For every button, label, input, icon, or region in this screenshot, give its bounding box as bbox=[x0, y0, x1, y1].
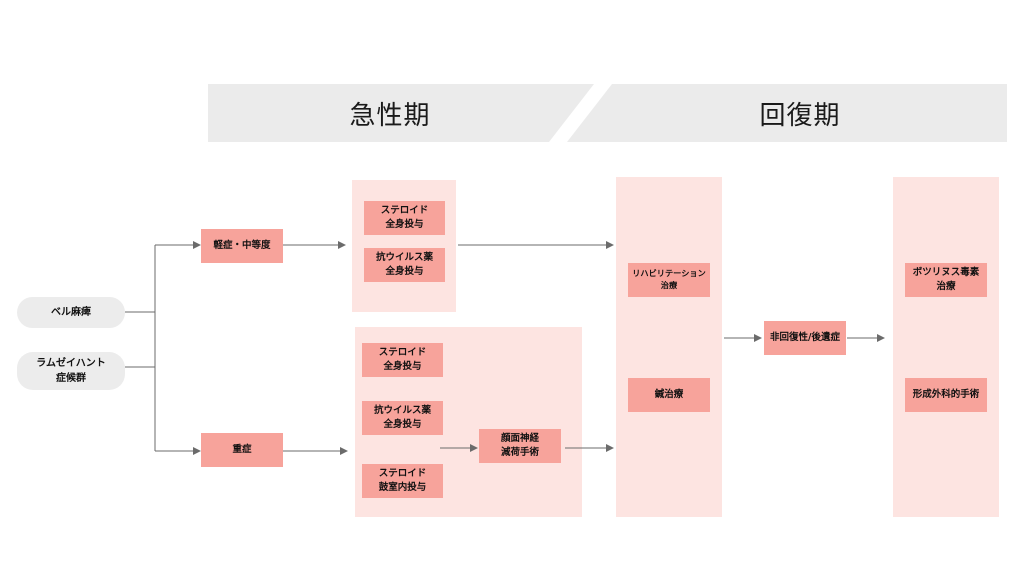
irreversible-sequelae: 非回復性/後遺症 bbox=[764, 321, 846, 355]
condition-bell-palsy: ベル麻痺 bbox=[17, 297, 125, 328]
severity-mild: 軽症・中等度 bbox=[201, 229, 283, 263]
severe-steroid-intratympanic: ステロイド 鼓室内投与 bbox=[362, 464, 443, 498]
severe-antiviral-systemic: 抗ウイルス薬 全身投与 bbox=[362, 401, 443, 435]
acute-phase-label: 急性期 bbox=[349, 100, 431, 131]
acute-phase-banner bbox=[208, 84, 594, 142]
severity-severe: 重症 bbox=[201, 433, 283, 467]
plastic-surgery: 形成外科的手術 bbox=[905, 378, 987, 412]
condition-ramsay-hunt-label: ラムゼイハント 症候群 bbox=[36, 358, 106, 384]
mild-steroid-systemic: ステロイド 全身投与 bbox=[364, 201, 445, 235]
facial-nerve-decompression: 顔面神経 減荷手術 bbox=[479, 429, 561, 463]
sequelae-panel bbox=[893, 177, 999, 517]
severe-steroid-systemic: ステロイド 全身投与 bbox=[362, 343, 443, 377]
condition-ramsay-hunt: ラムゼイハント 症候群 bbox=[17, 352, 125, 390]
acupuncture-therapy: 鍼治療 bbox=[628, 378, 710, 412]
recovery-phase-banner bbox=[567, 84, 1007, 142]
rehabilitation-therapy: リハビリテーション 治療 bbox=[628, 263, 710, 297]
mild-antiviral-systemic: 抗ウイルス薬 全身投与 bbox=[364, 248, 445, 282]
recovery-phase-label: 回復期 bbox=[759, 100, 841, 131]
rehab-panel bbox=[616, 177, 722, 517]
botulinum-toxin-therapy: ボツリヌス毒素 治療 bbox=[905, 263, 987, 297]
